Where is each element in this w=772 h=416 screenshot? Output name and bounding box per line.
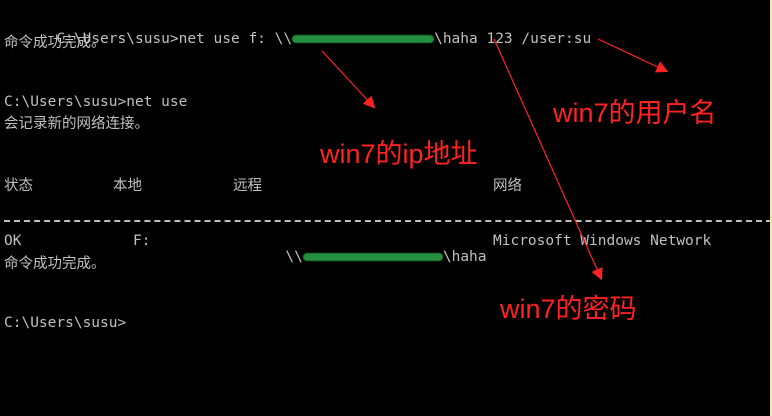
annotation-ip: win7的ip地址 (320, 139, 478, 169)
header-remote: 远程 (233, 178, 262, 194)
arrow-to-ip (321, 50, 376, 109)
row-network: Microsoft Windows Network (493, 233, 712, 249)
arrow-to-password (493, 38, 603, 281)
arrow-to-user (597, 38, 669, 73)
output-success-2: 命令成功完成。 (4, 256, 106, 272)
command-line-net-use-f: C:\Users\susu>net use f: \\ \haha 123 /us… (4, 12, 591, 66)
remote-suffix: \haha (442, 249, 487, 265)
row-remote: \\ \haha (233, 233, 487, 281)
output-info: 会记录新的网络连接。 (4, 116, 149, 132)
header-status: 状态 (4, 178, 33, 194)
command-prompt: C:\Users\susu> (4, 315, 127, 331)
annotation-username: win7的用户名 (553, 98, 717, 128)
command-line-net-use: C:\Users\susu>net use (4, 94, 188, 110)
command-text-prefix: C:\Users\susu>net use f: \\ (56, 31, 293, 47)
row-local: F: (133, 233, 151, 249)
command-text-suffix: \haha 123 /user:su (434, 31, 592, 47)
header-local: 本地 (113, 178, 142, 194)
header-network: 网络 (493, 178, 522, 194)
redacted-ip (292, 35, 435, 43)
output-success-1: 命令成功完成。 (4, 35, 106, 51)
remote-prefix: \\ (285, 249, 303, 265)
table-separator (4, 220, 772, 223)
annotation-password: win7的密码 (500, 294, 637, 324)
window-edge-scrollbar[interactable] (770, 0, 772, 416)
row-status: OK (4, 233, 22, 249)
redacted-remote-ip (302, 253, 443, 261)
